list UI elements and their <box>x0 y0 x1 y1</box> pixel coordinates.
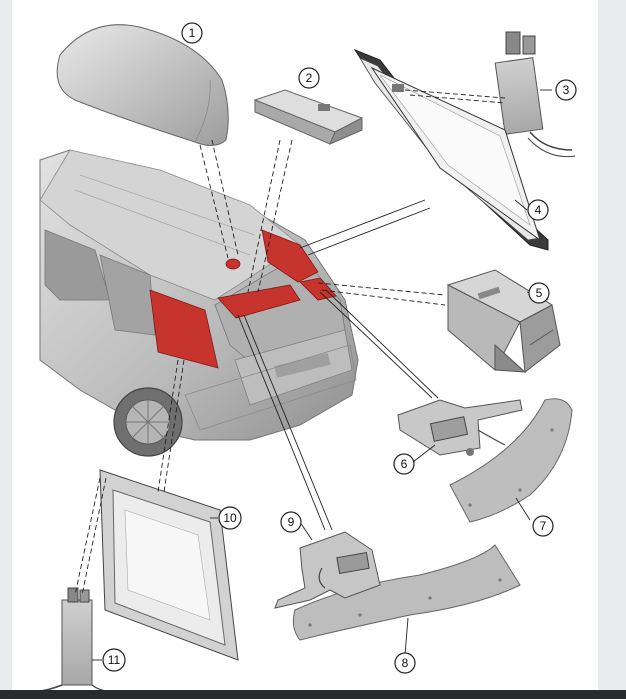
svg-text:11: 11 <box>108 653 121 667</box>
callout-10: 10 <box>218 506 242 530</box>
highlight-roof-antenna <box>225 258 241 270</box>
highlight-amplifier <box>299 277 337 301</box>
leader-lines <box>74 89 552 661</box>
svg-text:3: 3 <box>563 83 570 97</box>
callout-3: 3 <box>555 79 577 101</box>
trim-panel-7 <box>449 398 573 523</box>
left-frame <box>0 0 12 699</box>
window-glass-10 <box>99 469 239 661</box>
callout-1: 1 <box>181 22 203 44</box>
bottom-bar <box>0 690 626 699</box>
callout-7: 7 <box>532 515 554 537</box>
callout-2: 2 <box>298 67 320 89</box>
svg-text:7: 7 <box>540 519 547 533</box>
amplifier-upper <box>494 31 576 158</box>
svg-text:5: 5 <box>536 286 543 300</box>
bracket-module-9 <box>274 531 381 609</box>
highlight-rear-module <box>217 284 301 319</box>
right-frame <box>598 0 626 699</box>
svg-text:1: 1 <box>189 26 196 40</box>
callout-4: 4 <box>527 199 549 221</box>
callout-6: 6 <box>393 453 415 475</box>
highlight-spoiler <box>261 229 319 283</box>
highlight-side-window <box>149 289 219 369</box>
callout-11: 11 <box>102 648 126 672</box>
callout-5: 5 <box>528 282 550 304</box>
svg-text:6: 6 <box>401 457 408 471</box>
callout-9: 9 <box>280 511 302 533</box>
receiver-module <box>446 269 561 373</box>
vehicle <box>39 149 359 457</box>
bracket-module-6 <box>397 399 523 456</box>
window-glass <box>353 48 549 251</box>
svg-text:4: 4 <box>535 203 542 217</box>
shark-fin-antenna <box>56 24 229 146</box>
svg-text:8: 8 <box>402 656 409 670</box>
callout-8: 8 <box>394 652 416 674</box>
trim-panel-8 <box>292 544 521 641</box>
antenna-module <box>253 89 364 145</box>
svg-text:2: 2 <box>306 71 313 85</box>
svg-text:9: 9 <box>288 515 295 529</box>
svg-text:10: 10 <box>223 511 237 525</box>
amplifier-lower <box>34 587 111 693</box>
